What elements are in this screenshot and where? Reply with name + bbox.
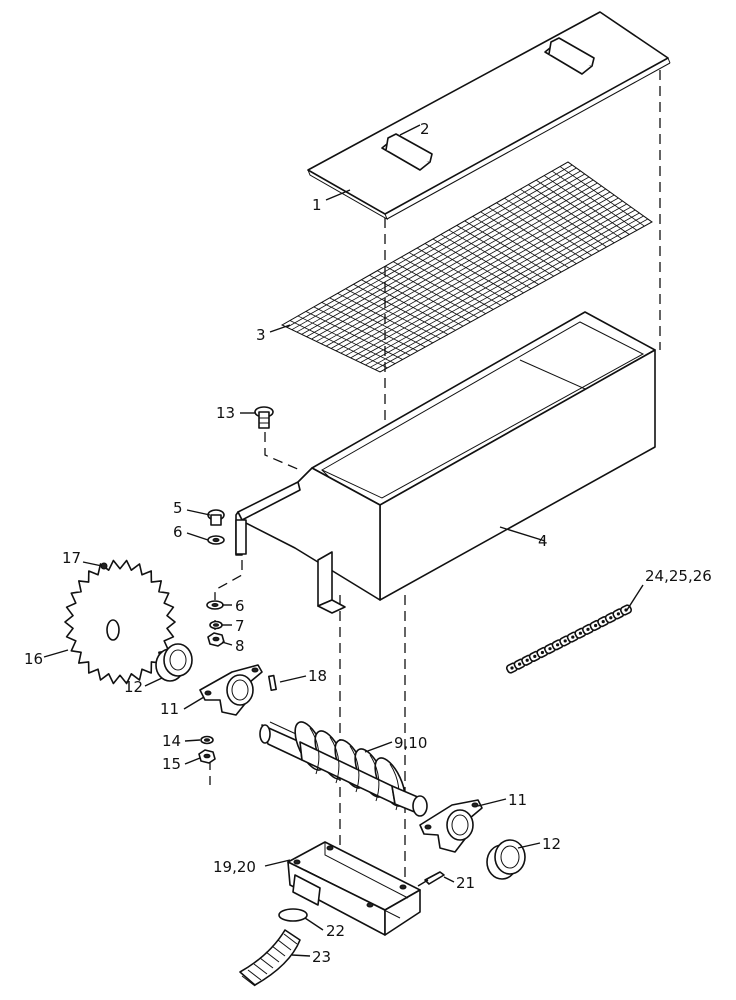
- washer-nut-lower-part: [198, 735, 216, 764]
- callout-12b: 12: [542, 835, 561, 853]
- outlet-trough-part: [287, 841, 421, 936]
- handle-part: [381, 37, 595, 171]
- bearing-block-right-part: [419, 799, 483, 853]
- bushing-right-part: [486, 839, 526, 880]
- callout-12a: 12: [124, 678, 143, 696]
- callout-8: 8: [235, 637, 245, 655]
- bearing-block-left-part: [199, 664, 263, 716]
- lid-part: [307, 11, 671, 221]
- callout-6b: 6: [235, 597, 245, 615]
- callout-labels: 1 2 3 4 5 6 6 7 8 9,10 11 11 12 12 13 14…: [24, 120, 712, 966]
- washer-nut-stack-part: [206, 600, 225, 647]
- bolt-part: [254, 406, 274, 429]
- callout-19-20: 19,20: [213, 858, 256, 876]
- callout-6a: 6: [173, 523, 183, 541]
- flexible-hose-part: [239, 929, 301, 987]
- leader-lines: [43, 124, 644, 957]
- callout-11a: 11: [160, 700, 179, 718]
- callout-15: 15: [162, 755, 181, 773]
- callout-2: 2: [420, 120, 430, 138]
- callout-5: 5: [173, 499, 183, 517]
- sprocket-part: [64, 559, 176, 685]
- bolt-washer-part: [207, 509, 225, 545]
- callout-18: 18: [308, 667, 327, 685]
- callout-4: 4: [538, 532, 548, 550]
- chain-part: [505, 604, 633, 674]
- cotter-pin-part: [417, 871, 445, 887]
- callout-17: 17: [62, 549, 81, 567]
- callout-13: 13: [216, 404, 235, 422]
- callout-11b: 11: [508, 791, 527, 809]
- auger-shaft-part: [259, 721, 428, 817]
- callout-3: 3: [256, 326, 266, 344]
- callout-23: 23: [312, 948, 331, 966]
- callout-24-25-26: 24,25,26: [645, 567, 712, 585]
- key-part: [268, 674, 277, 692]
- callout-16: 16: [24, 650, 43, 668]
- alignment-lines: [209, 70, 661, 890]
- callout-14: 14: [162, 732, 181, 750]
- bushing-left-part: [155, 643, 193, 682]
- hose-clamp-part: [278, 908, 308, 922]
- callout-1: 1: [312, 196, 322, 214]
- callout-22: 22: [326, 922, 345, 940]
- hopper-box-part: [235, 311, 656, 614]
- callout-7: 7: [235, 617, 245, 635]
- mesh-screen-part: [280, 161, 653, 373]
- callout-21: 21: [456, 874, 475, 892]
- callout-9-10: 9,10: [394, 734, 427, 752]
